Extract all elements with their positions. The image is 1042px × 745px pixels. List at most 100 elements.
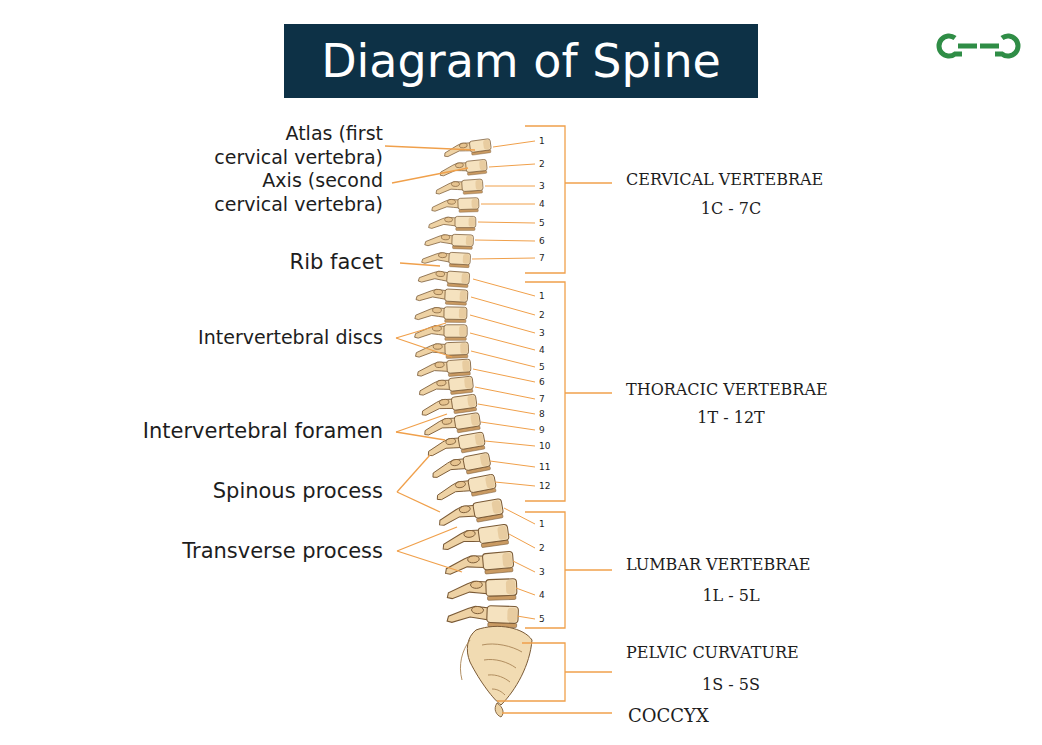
callout-number: 10 — [539, 440, 563, 452]
logo-right — [980, 36, 1018, 56]
title-text: Diagram of Spine — [321, 33, 721, 89]
number-leader — [472, 258, 535, 259]
leader-line — [397, 455, 430, 492]
logo-mark — [939, 36, 1018, 56]
callout-number: 3 — [539, 327, 563, 339]
number-leader — [475, 240, 535, 241]
leader-line — [397, 527, 457, 551]
number-leader — [509, 534, 535, 548]
brackets — [497, 126, 612, 713]
callout-label: Atlas (first cervical vertebra) — [211, 121, 383, 169]
vertebra — [437, 498, 504, 528]
vertebra — [418, 376, 474, 398]
vertebra — [415, 342, 469, 360]
vertebra — [418, 269, 470, 288]
number-leader — [481, 204, 535, 205]
leader-line — [385, 146, 475, 150]
bracket-stem — [565, 671, 612, 672]
number-leaders — [470, 141, 535, 619]
region-heading: THORACIC VERTEBRAE — [626, 380, 866, 400]
callout-number: 5 — [539, 361, 563, 373]
region-heading: COCCYX — [628, 705, 828, 727]
bracket-stem — [565, 392, 612, 393]
coccyx-shape — [495, 703, 503, 717]
callout-number: 6 — [539, 235, 563, 247]
leader-line — [397, 492, 440, 512]
leader-line — [396, 338, 452, 357]
vertebra — [447, 604, 518, 627]
number-leader — [470, 315, 535, 333]
title-band: Diagram of Spine — [284, 24, 758, 98]
vertebra — [447, 579, 517, 602]
region-bracket — [525, 126, 565, 273]
callout-label: Intervertebral foramen — [83, 418, 383, 444]
vertebra — [431, 198, 479, 214]
number-leader — [493, 141, 535, 147]
callout-number: 5 — [539, 217, 563, 229]
callout-label: Transverse process — [83, 538, 383, 564]
leader-line — [396, 323, 446, 338]
region-range: 1C - 7C — [626, 199, 836, 219]
callout-number: 7 — [539, 252, 563, 264]
callout-number: 6 — [539, 376, 563, 388]
callout-number: 2 — [539, 542, 563, 554]
leader-line — [397, 551, 462, 572]
number-leader — [471, 297, 535, 315]
callout-number: 3 — [539, 180, 563, 192]
number-leader — [504, 508, 535, 524]
callout-label: Rib facet — [83, 249, 383, 275]
callout-number: 2 — [539, 158, 563, 170]
callout-number: 1 — [539, 290, 563, 302]
coccyx-leader — [502, 712, 612, 713]
bracket-stem — [565, 182, 612, 183]
number-leader — [489, 164, 535, 167]
vertebra — [444, 551, 514, 577]
logo-left — [939, 36, 977, 56]
callout-number: 8 — [539, 408, 563, 420]
bracket-stem — [565, 569, 612, 570]
number-leader — [473, 369, 535, 382]
region-range: 1S - 5S — [626, 675, 836, 695]
sacrum-edge — [460, 640, 470, 680]
number-leader — [495, 482, 535, 486]
number-leader — [470, 333, 535, 350]
region-bracket — [525, 512, 565, 628]
number-leader — [485, 186, 535, 187]
callout-number: 3 — [539, 566, 563, 578]
callout-number: 9 — [539, 424, 563, 436]
sacrum-ridge — [482, 644, 522, 695]
callout-number: 4 — [539, 344, 563, 356]
region-heading: PELVIC CURVATURE — [626, 643, 866, 663]
region-range: 1L - 5L — [626, 586, 836, 606]
vertebra — [417, 359, 472, 379]
number-leader — [513, 561, 535, 572]
callout-number: 4 — [539, 589, 563, 601]
region-heading: LUMBAR VERTEBRAE — [626, 555, 866, 575]
number-leader — [481, 422, 535, 430]
callout-number: 1 — [539, 135, 563, 147]
vertebra — [435, 474, 497, 503]
leader-line — [396, 432, 445, 440]
number-leader — [485, 441, 535, 446]
sacrum-shape — [467, 626, 532, 705]
region-bracket — [525, 282, 565, 501]
number-leader — [490, 461, 535, 467]
leader-line — [400, 263, 440, 266]
callout-number: 12 — [539, 480, 563, 492]
number-leader — [517, 616, 535, 619]
region-range: 1T - 12T — [626, 408, 836, 428]
vertebra — [425, 233, 474, 249]
vertebra — [415, 306, 467, 322]
callout-number: 4 — [539, 198, 563, 210]
callout-label: Axis (second cervical vertebra) — [183, 168, 383, 216]
region-bracket — [497, 643, 565, 701]
number-leader — [516, 588, 535, 595]
number-leader — [471, 351, 535, 367]
vertebra — [415, 325, 468, 341]
number-leader — [475, 387, 535, 399]
vertebra — [435, 179, 483, 196]
vertebra — [416, 287, 468, 305]
vertebra — [441, 524, 510, 553]
